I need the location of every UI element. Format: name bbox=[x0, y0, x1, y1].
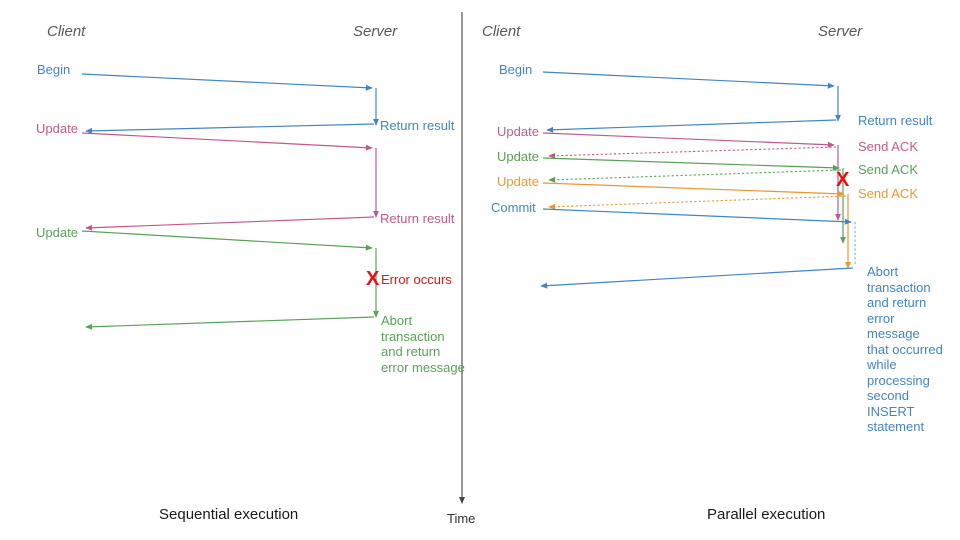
left-msg-return-result-1-label: Return result bbox=[380, 118, 455, 133]
left-msg-return-result-2-label: Return result bbox=[380, 211, 455, 226]
arrow-return-result-1 bbox=[85, 123, 375, 134]
right-msg-update-1-label: Update bbox=[497, 124, 539, 139]
left-error-x-icon: X bbox=[366, 268, 380, 290]
arrow-update-1 bbox=[81, 132, 373, 151]
left-error-label: Error occurs bbox=[381, 272, 452, 287]
arrow-begin-parallel bbox=[542, 71, 835, 89]
right-msg-update-3-label: Update bbox=[497, 174, 539, 189]
arrow-update-2 bbox=[81, 230, 373, 251]
left-abort-note: Abort transaction and return error messa… bbox=[381, 313, 465, 375]
left-client-actor-label: Client bbox=[47, 23, 86, 40]
arrow-update-p1 bbox=[542, 132, 835, 148]
right-msg-commit-label: Commit bbox=[491, 200, 536, 215]
left-msg-begin-label: Begin bbox=[37, 62, 71, 77]
arrow-update-p3 bbox=[542, 182, 845, 197]
left-msg-update-1-label: Update bbox=[36, 121, 78, 136]
left-panel-arrows bbox=[81, 73, 379, 330]
right-server-actor-label: Server bbox=[818, 23, 863, 40]
right-error-x-icon: X bbox=[836, 169, 850, 191]
left-msg-update-2-label: Update bbox=[36, 225, 78, 240]
right-msg-send-ack-2-label: Send ACK bbox=[858, 162, 918, 177]
left-panel-caption: Sequential execution bbox=[159, 506, 299, 523]
arrow-update-p2 bbox=[542, 157, 840, 171]
right-panel-arrows bbox=[540, 71, 856, 289]
right-msg-send-ack-3-label: Send ACK bbox=[858, 186, 918, 201]
time-axis-label: Time bbox=[447, 511, 476, 526]
right-abort-note: Abort transaction and return error messa… bbox=[867, 264, 943, 434]
arrow-commit bbox=[542, 208, 852, 225]
right-client-actor-label: Client bbox=[482, 23, 521, 40]
arrow-begin bbox=[81, 73, 373, 91]
right-msg-begin-label: Begin bbox=[499, 62, 533, 77]
right-msg-return-result-label: Return result bbox=[858, 113, 933, 128]
arrow-send-ack-3 bbox=[548, 195, 847, 210]
right-msg-update-2-label: Update bbox=[497, 149, 539, 164]
arrow-send-ack-1 bbox=[548, 146, 837, 159]
right-panel-caption: Parallel execution bbox=[707, 506, 826, 523]
right-msg-send-ack-1-label: Send ACK bbox=[858, 139, 918, 154]
arrow-send-ack-2 bbox=[548, 169, 842, 183]
arrow-return-result-parallel bbox=[546, 119, 837, 133]
arrow-return-result-2 bbox=[85, 216, 375, 231]
left-server-actor-label: Server bbox=[353, 23, 398, 40]
arrow-abort-return bbox=[85, 316, 375, 330]
arrow-abort-return-parallel bbox=[540, 267, 854, 289]
